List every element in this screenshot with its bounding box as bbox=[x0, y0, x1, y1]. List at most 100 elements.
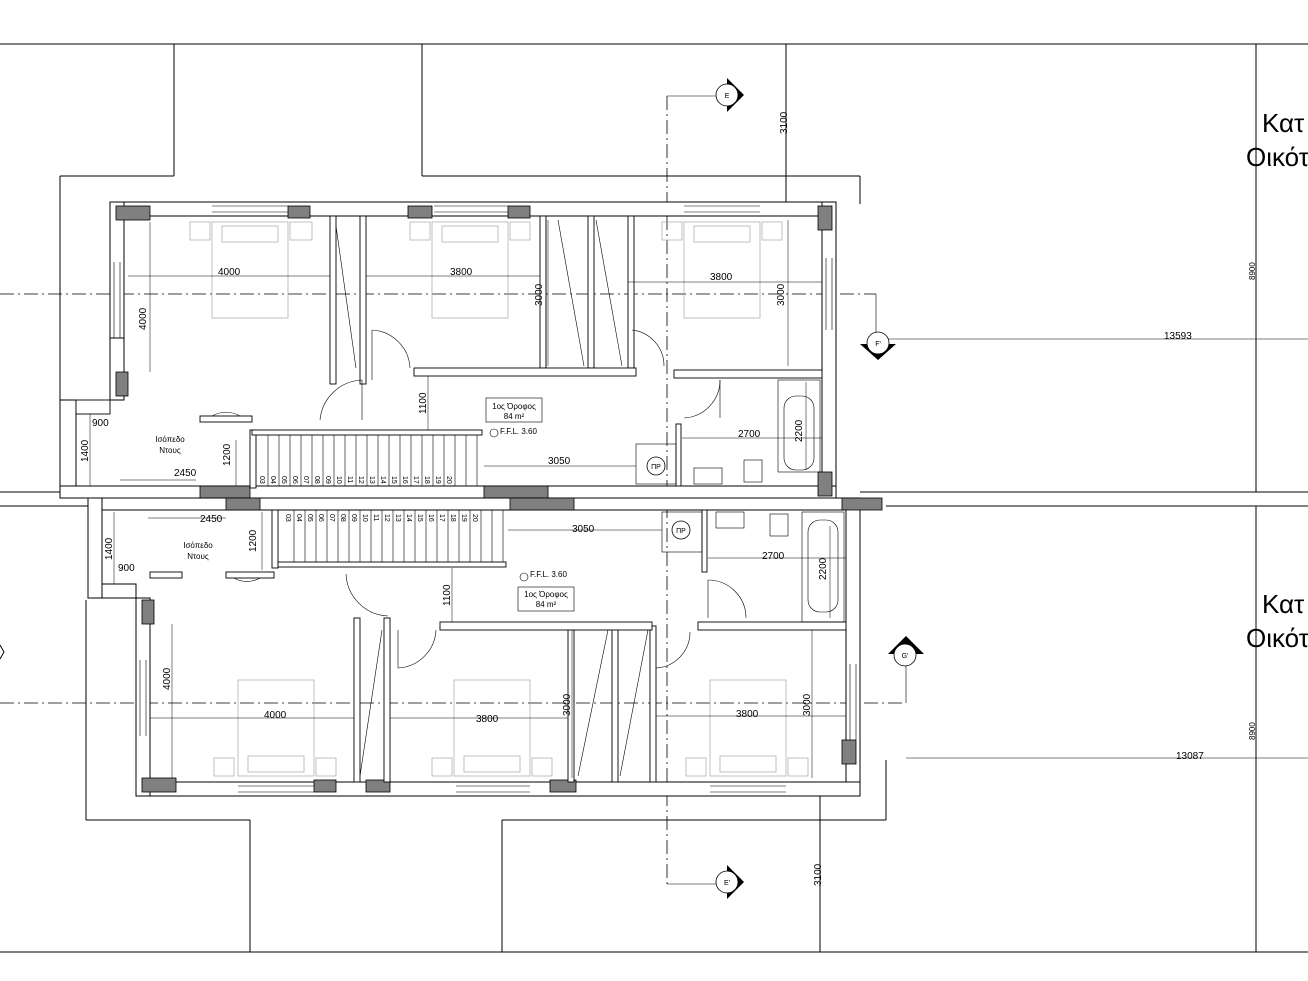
ffl-label: F.F.L. 3.60 bbox=[530, 570, 567, 579]
dim-label: 2200 bbox=[818, 557, 829, 580]
stair-number: 08 bbox=[313, 476, 320, 484]
stair-number: 19 bbox=[460, 514, 467, 522]
dim-label: 3000 bbox=[534, 283, 545, 306]
stair-number: 06 bbox=[291, 476, 298, 484]
dim-label: 3800 bbox=[736, 709, 759, 720]
lower-unit: 4000 3800 3800 3000 3000 4000 1100 2200 … bbox=[87, 497, 883, 797]
dim-label: 1100 bbox=[442, 584, 453, 606]
room-label: Ντους bbox=[159, 446, 181, 455]
stair-number: 07 bbox=[302, 476, 309, 484]
stair-number: 13 bbox=[368, 476, 375, 484]
pr-marker-icon bbox=[646, 456, 666, 476]
dim-label: 3800 bbox=[710, 272, 733, 283]
dim-label: 3800 bbox=[476, 714, 499, 725]
site-dim-label: 13087 bbox=[1176, 751, 1204, 762]
dim-label: 900 bbox=[92, 418, 109, 429]
dim-label: 2450 bbox=[174, 468, 197, 479]
stair-number: 16 bbox=[401, 476, 408, 484]
stair-number: 13 bbox=[394, 514, 401, 522]
section-marker-g: G' bbox=[888, 636, 924, 667]
floor-area: 84 m² bbox=[536, 600, 557, 609]
floor-tag-box bbox=[485, 397, 543, 423]
stair-number: 17 bbox=[438, 514, 445, 522]
stair-number: 08 bbox=[339, 514, 346, 522]
stair-number: 12 bbox=[357, 476, 364, 484]
section-marker-f: F' bbox=[860, 331, 896, 360]
level-marker-icon bbox=[489, 428, 499, 438]
stair-number: 14 bbox=[379, 476, 386, 484]
stair-number: 03 bbox=[284, 514, 291, 522]
dim-label: 900 bbox=[118, 563, 135, 574]
stair-number: 04 bbox=[295, 514, 302, 522]
stair-numbers: 03 04 05 06 07 08 09 10 11 12 13 14 15 1… bbox=[258, 476, 452, 484]
site-dim-label: 13593 bbox=[1164, 331, 1192, 342]
stair-number: 18 bbox=[449, 514, 456, 522]
dim-label: 3000 bbox=[562, 693, 573, 716]
site-dimension-lines bbox=[667, 95, 1308, 885]
dim-label: 4000 bbox=[218, 267, 241, 278]
section-label: F' bbox=[875, 341, 881, 348]
stair-number: 12 bbox=[383, 514, 390, 522]
section-marker-e-top: E bbox=[715, 78, 744, 112]
stair-number: 16 bbox=[427, 514, 434, 522]
side-label: Οικότ bbox=[1246, 142, 1308, 172]
stair-number: 11 bbox=[346, 476, 353, 483]
stair-number: 10 bbox=[361, 514, 368, 522]
dim-label: 1200 bbox=[222, 443, 233, 466]
dim-label: 4000 bbox=[162, 667, 173, 690]
dim-label: 1100 bbox=[418, 392, 429, 414]
stair-number: 05 bbox=[280, 476, 287, 484]
stair-number: 04 bbox=[269, 476, 276, 484]
dim-label: 3800 bbox=[450, 267, 473, 278]
site-lines bbox=[0, 43, 1308, 953]
dim-label: 3000 bbox=[802, 693, 813, 716]
stair-number: 06 bbox=[317, 514, 324, 522]
floor-area: 84 m² bbox=[504, 412, 525, 421]
stair-number: 09 bbox=[350, 514, 357, 522]
room-label: Ισόπεδο bbox=[183, 541, 213, 550]
site-dim-label: 3100 bbox=[779, 111, 790, 134]
stair-number: 20 bbox=[445, 476, 452, 484]
section-marker-e-bottom: E' bbox=[715, 865, 744, 899]
stair-numbers: 03 04 05 06 07 08 09 10 11 12 13 14 15 1… bbox=[284, 514, 478, 522]
side-label: Οικότ bbox=[1246, 623, 1308, 653]
stair-number: 03 bbox=[258, 476, 265, 484]
stair-number: 15 bbox=[416, 514, 423, 522]
dim-label: 2450 bbox=[200, 514, 223, 525]
dim-label: 3050 bbox=[548, 456, 571, 467]
section-label: G' bbox=[902, 653, 909, 660]
dim-label: 2700 bbox=[762, 551, 785, 562]
stair-number: 05 bbox=[306, 514, 313, 522]
upper-unit: 4000 3800 3800 3000 3000 4000 1100 2200 … bbox=[59, 201, 837, 499]
stair-number: 07 bbox=[328, 514, 335, 522]
stair-number: 09 bbox=[324, 476, 331, 484]
site-dim-label: 8900 bbox=[1248, 262, 1257, 280]
section-label: E' bbox=[724, 880, 730, 887]
pr-label: ΠΡ bbox=[651, 464, 661, 471]
floor-tag-box bbox=[517, 586, 575, 612]
stair-number: 11 bbox=[372, 514, 379, 521]
dim-label: 4000 bbox=[138, 307, 149, 330]
floor-tag: 1ος Όροφος bbox=[524, 590, 568, 599]
stair-number: 17 bbox=[412, 476, 419, 484]
dim-label: 1400 bbox=[104, 537, 115, 560]
stair-number: 19 bbox=[434, 476, 441, 484]
pr-label: ΠΡ bbox=[676, 528, 686, 535]
dim-label: 2700 bbox=[738, 429, 761, 440]
stair-number: 18 bbox=[423, 476, 430, 484]
site-dim-label: 3100 bbox=[813, 863, 824, 886]
side-label: Κατ bbox=[1262, 108, 1305, 138]
level-marker-icon bbox=[519, 572, 529, 582]
dim-label: 1200 bbox=[248, 529, 259, 552]
stair-number: 15 bbox=[390, 476, 397, 484]
room-label: Ντους bbox=[187, 552, 209, 561]
pr-marker-icon bbox=[671, 520, 691, 540]
room-label: Ισόπεδο bbox=[155, 435, 185, 444]
stair-number: 14 bbox=[405, 514, 412, 522]
stair-number: 10 bbox=[335, 476, 342, 484]
dim-label: 1400 bbox=[80, 439, 91, 462]
ffl-label: F.F.L. 3.60 bbox=[500, 427, 537, 436]
side-label: Κατ bbox=[1262, 589, 1305, 619]
stair-number: 20 bbox=[471, 514, 478, 522]
